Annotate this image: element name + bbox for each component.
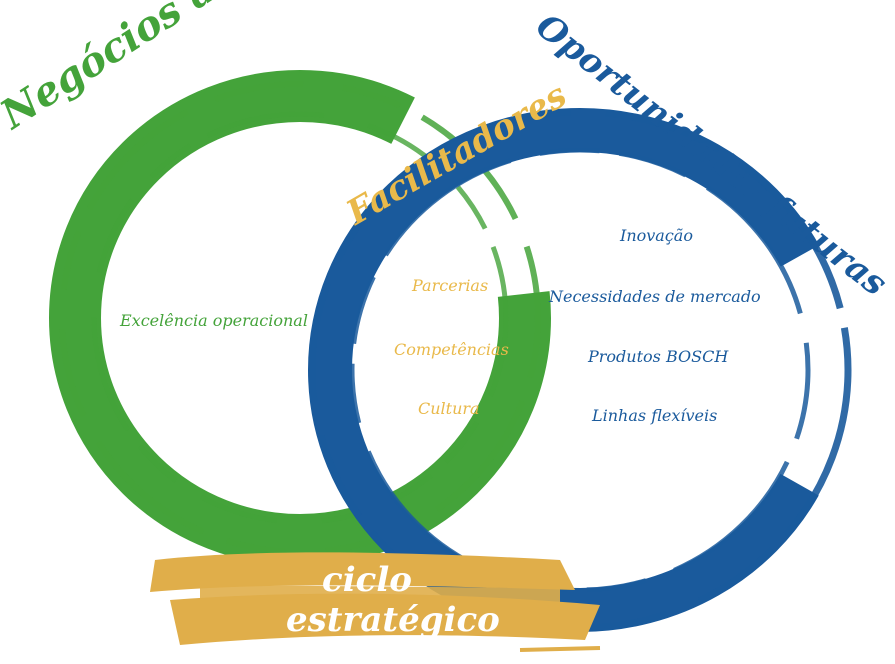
future-item: Produtos BOSCH <box>588 347 729 366</box>
enabler-item: Competências <box>394 340 509 359</box>
cycle-title-line1: ciclo <box>322 560 412 600</box>
enabler-item: Parcerias <box>412 276 489 295</box>
cycle-title-line2: estratégico <box>286 600 500 640</box>
current-business-item: Excelência operacional <box>120 311 308 330</box>
future-item: Linhas flexíveis <box>592 406 718 425</box>
future-item: Necessidades de mercado <box>549 287 761 306</box>
current-business-ring <box>49 70 551 566</box>
strategic-cycle-banner <box>150 552 601 652</box>
future-item: Inovação <box>620 226 693 245</box>
enabler-item: Cultura <box>418 399 480 418</box>
